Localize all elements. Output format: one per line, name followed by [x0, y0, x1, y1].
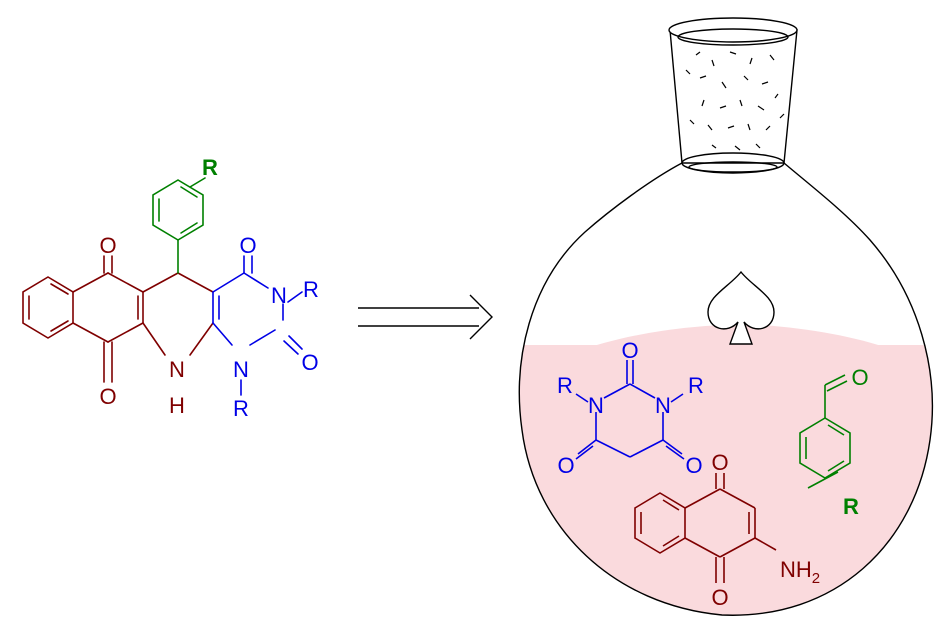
product-nh-h: H	[169, 393, 185, 418]
barbiturate-o-left: O	[557, 453, 574, 478]
product-n-ring: N	[271, 283, 287, 308]
barbiturate: O N R N R O O	[557, 338, 704, 478]
naphtho-fragment	[22, 255, 214, 383]
flask-body	[518, 162, 934, 616]
product-r-aryl: R	[202, 155, 218, 180]
barbiturate-r-left: R	[557, 373, 573, 398]
barbiturate-n-right: N	[655, 393, 671, 418]
benzaldehyde: O R	[799, 365, 869, 519]
product-o-top: O	[99, 233, 116, 258]
spade-icon	[707, 270, 775, 345]
product-labels: R O O O N R O N R N H	[99, 155, 319, 421]
product-o-c2: O	[301, 350, 318, 375]
nh2-subscript: 2	[812, 570, 820, 587]
naphthoquinone-o-top: O	[711, 450, 728, 475]
retrosynthetic-arrow	[358, 294, 493, 340]
flask-stopper	[668, 17, 798, 174]
aminonaphthoquinone: O O NH2	[634, 450, 820, 610]
product-n-lower: N	[233, 357, 249, 382]
product-o-bottom: O	[99, 384, 116, 409]
barbiturate-o-right: O	[685, 453, 702, 478]
product-nh-n: N	[169, 357, 185, 382]
naphthoquinone-o-bottom: O	[711, 585, 728, 610]
barbiturate-o-top: O	[621, 338, 638, 363]
product-n-ring-r: R	[303, 277, 319, 302]
aryl-fragment	[152, 177, 206, 274]
flask-liquid-surface	[519, 324, 933, 616]
product-o-c4: O	[239, 233, 256, 258]
pyrimidine-fragment	[212, 255, 303, 396]
product-n-lower-r: R	[233, 396, 249, 421]
barbiturate-n-left: N	[588, 393, 604, 418]
flask	[518, 17, 934, 616]
benzaldehyde-r: R	[843, 494, 859, 519]
naphthoquinone-nh2: NH2	[780, 557, 820, 587]
product-molecule	[22, 177, 303, 396]
benzaldehyde-o: O	[851, 365, 868, 390]
stopper-texture	[685, 51, 785, 151]
barbiturate-r-right: R	[688, 373, 704, 398]
nh2-main: NH	[780, 557, 812, 582]
